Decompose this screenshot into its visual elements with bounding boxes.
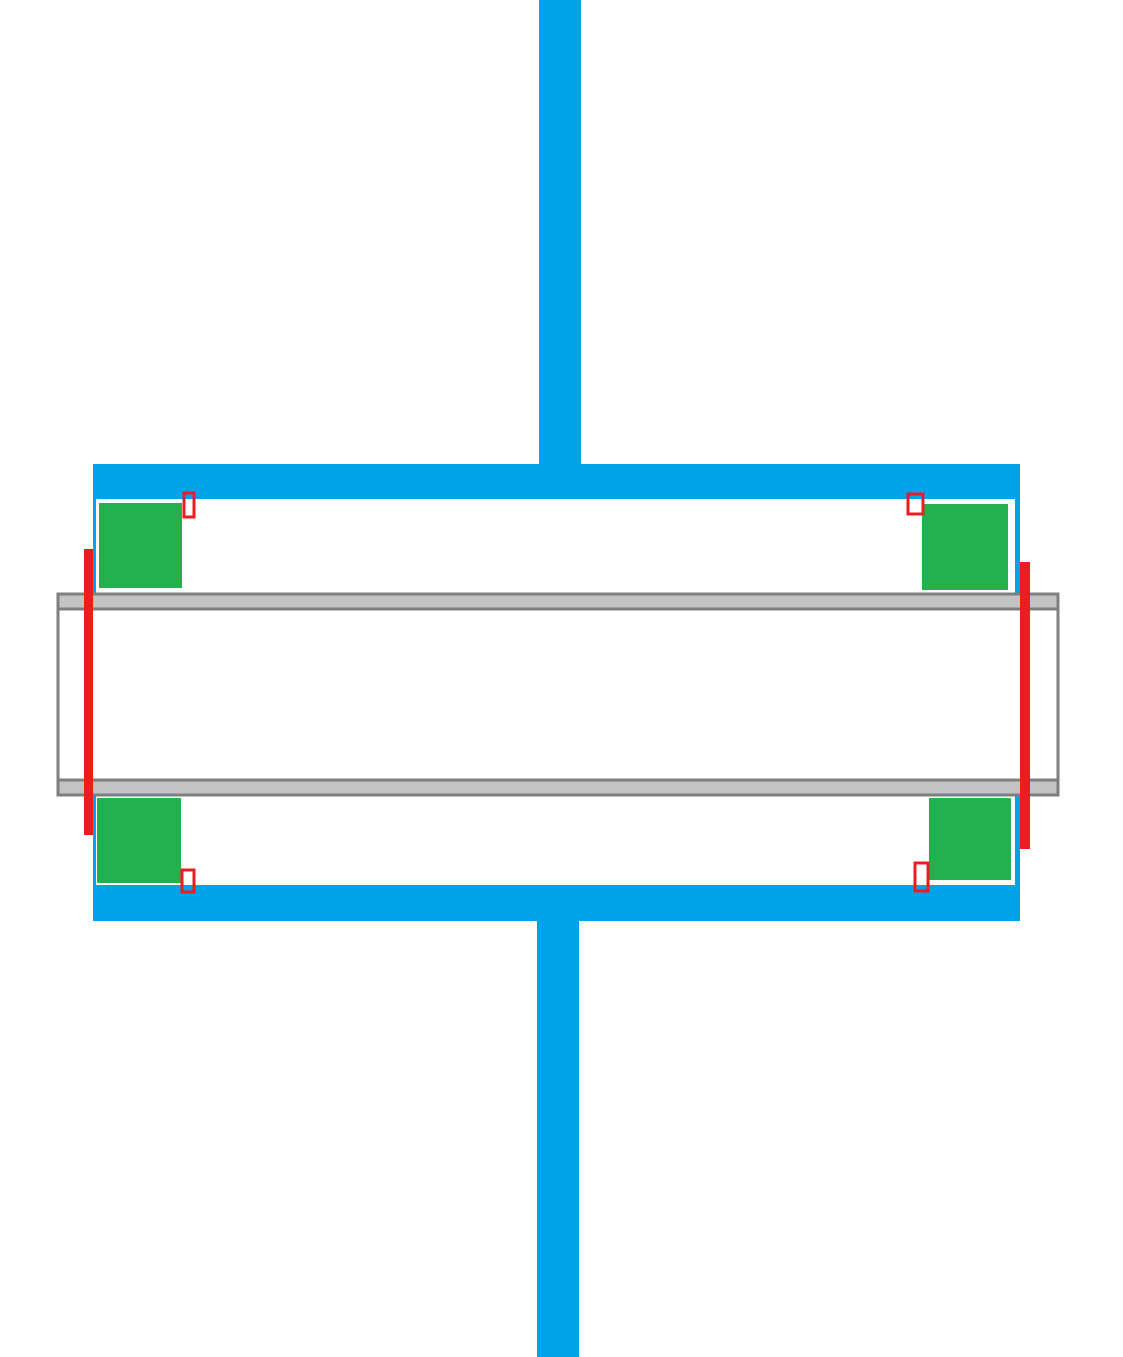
red-marker-top-right: [906, 492, 925, 516]
corner-block-bottom-left: [97, 798, 181, 883]
red-marker-bottom-right: [913, 861, 930, 893]
side-red-bar-right: [1020, 562, 1030, 849]
side-red-bar-left: [84, 549, 93, 835]
outer-frame-bottom: [93, 883, 1020, 921]
outer-frame-top: [93, 464, 1020, 501]
corner-block-top-right: [922, 504, 1008, 590]
red-marker-bottom-left: [180, 868, 196, 894]
corner-block-top-left: [99, 503, 182, 588]
top-shaft: [539, 0, 581, 470]
corner-block-bottom-right: [929, 798, 1011, 880]
bottom-shaft: [537, 916, 579, 1357]
red-marker-top-left: [182, 491, 196, 519]
rail-center-panel: [56, 607, 1060, 782]
